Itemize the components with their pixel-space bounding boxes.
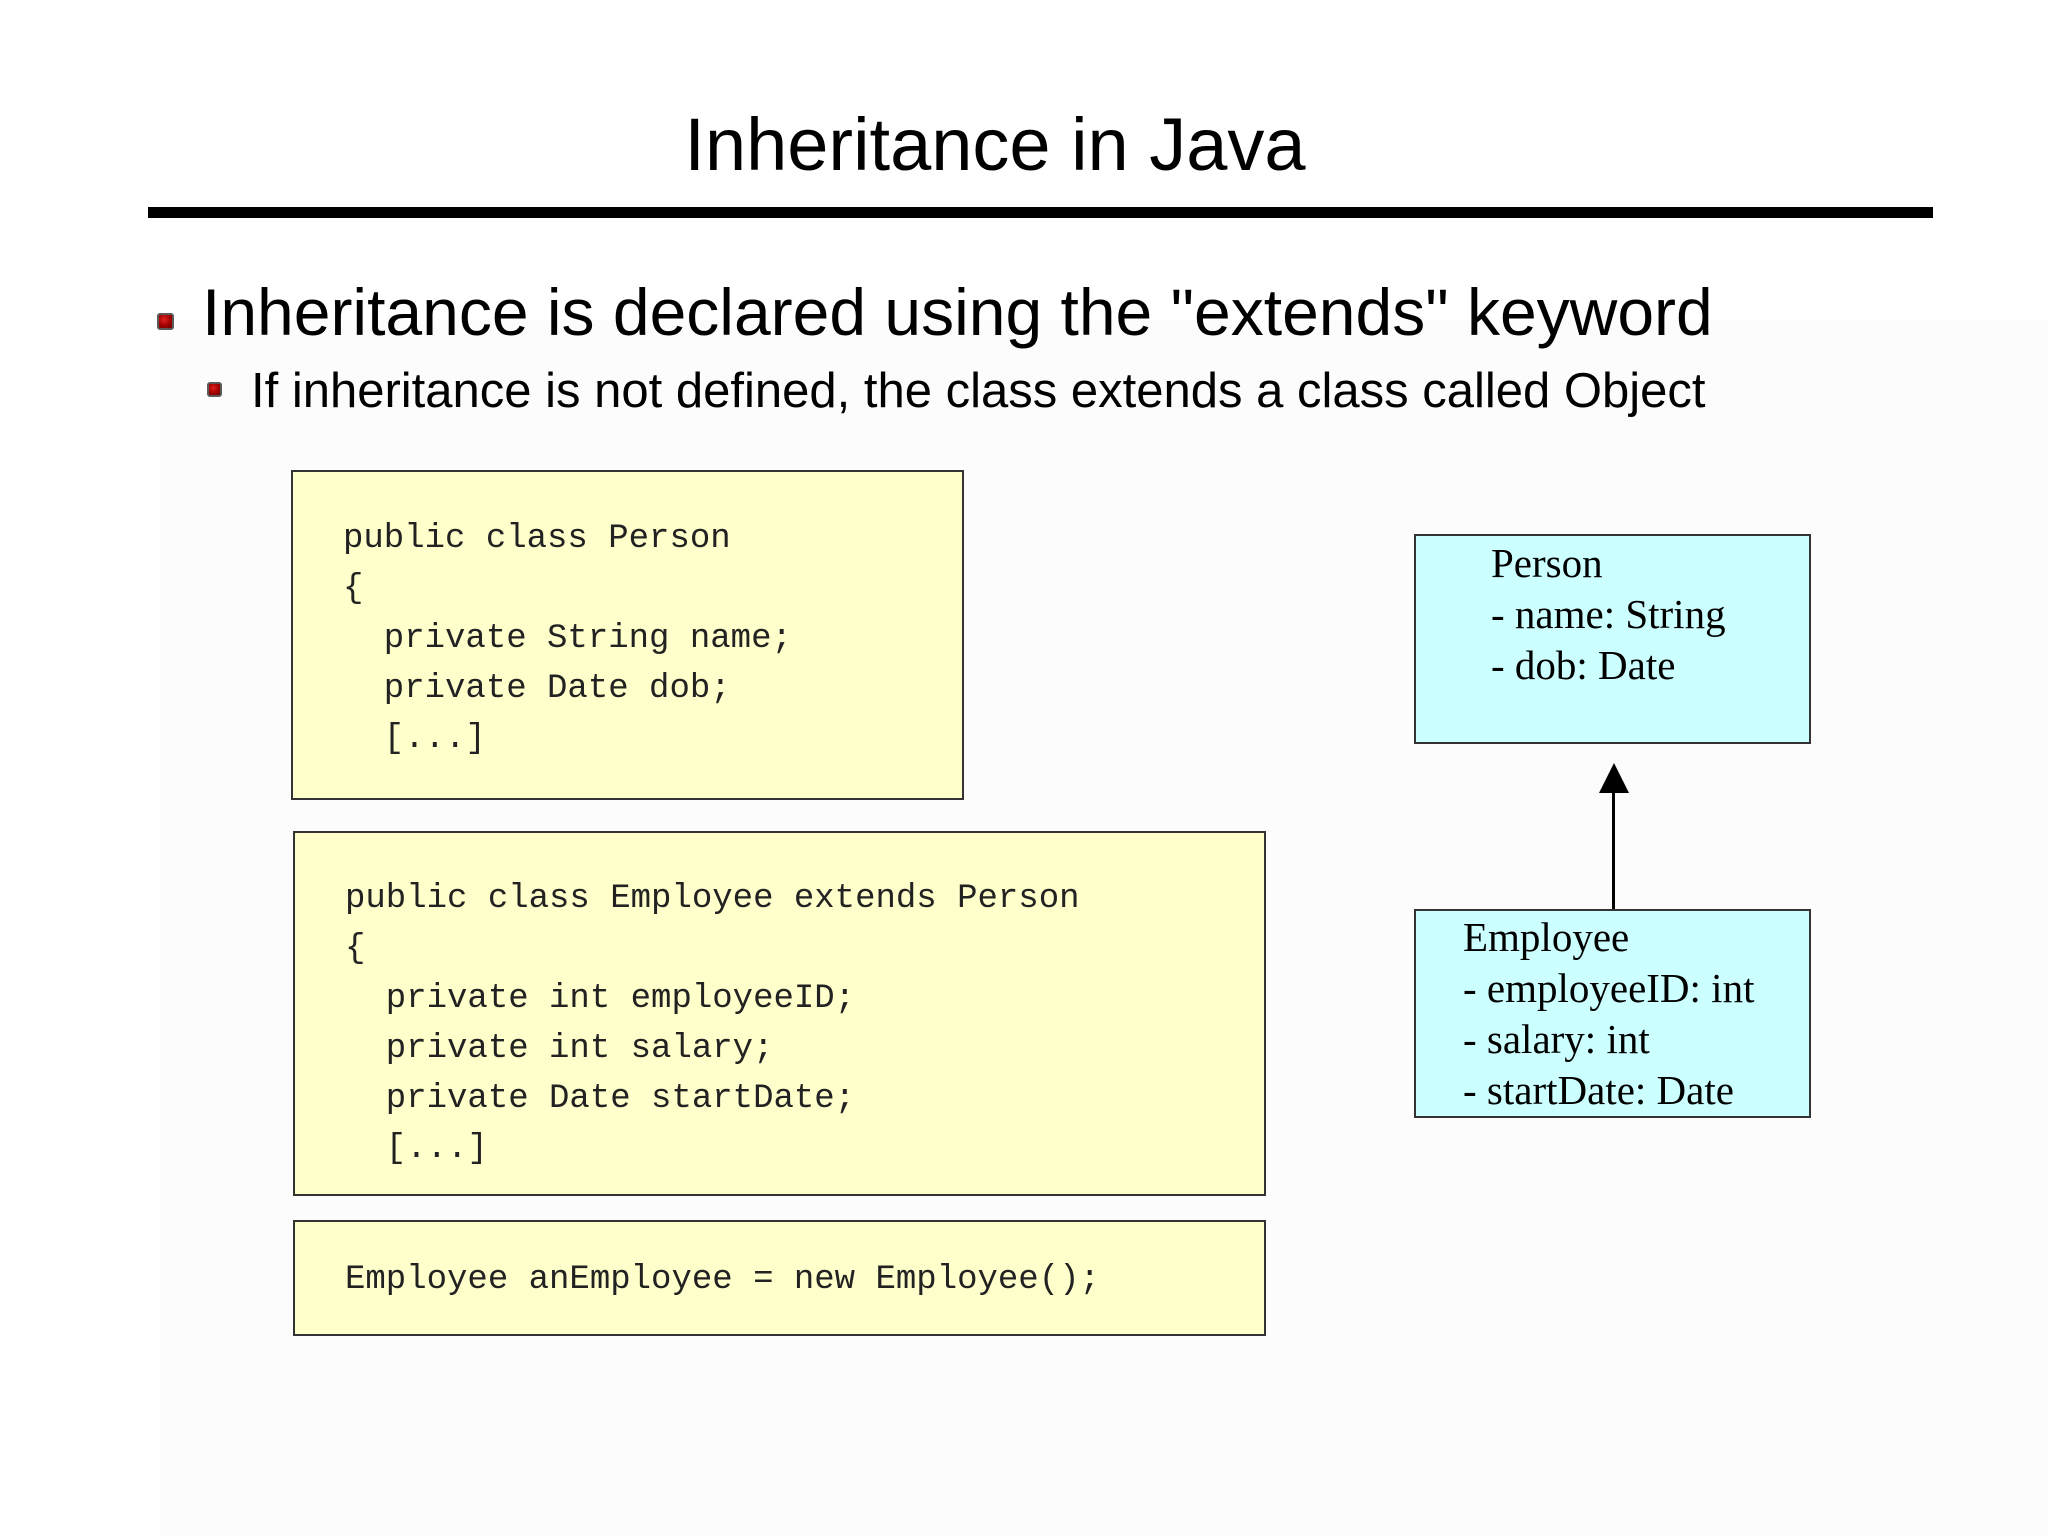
instantiation-code: Employee anEmployee = new Employee(); bbox=[345, 1261, 1100, 1299]
bullet-icon bbox=[157, 313, 174, 330]
bullet-main: Inheritance is declared using the "exten… bbox=[202, 275, 1713, 349]
uml-employee-box: Employee - employeeID: int - salary: int… bbox=[1414, 909, 1811, 1118]
sub-bullet-icon bbox=[207, 382, 222, 397]
inheritance-arrow-line bbox=[1612, 790, 1615, 910]
inheritance-arrow-head-icon bbox=[1599, 763, 1629, 793]
instantiation-code-box: Employee anEmployee = new Employee(); bbox=[293, 1220, 1266, 1336]
employee-code: public class Employee extends Person { p… bbox=[345, 880, 1080, 1168]
uml-person-box: Person - name: String - dob: Date bbox=[1414, 534, 1811, 744]
person-code: public class Person { private String nam… bbox=[343, 520, 792, 758]
slide-title: Inheritance in Java bbox=[684, 103, 1306, 186]
uml-person-text: Person - name: String - dob: Date bbox=[1491, 540, 1726, 688]
person-code-box: public class Person { private String nam… bbox=[291, 470, 964, 800]
uml-employee-text: Employee - employeeID: int - salary: int… bbox=[1463, 914, 1755, 1113]
employee-code-box: public class Employee extends Person { p… bbox=[293, 831, 1266, 1196]
bullet-sub: If inheritance is not defined, the class… bbox=[251, 364, 1706, 418]
title-divider bbox=[148, 207, 1933, 218]
